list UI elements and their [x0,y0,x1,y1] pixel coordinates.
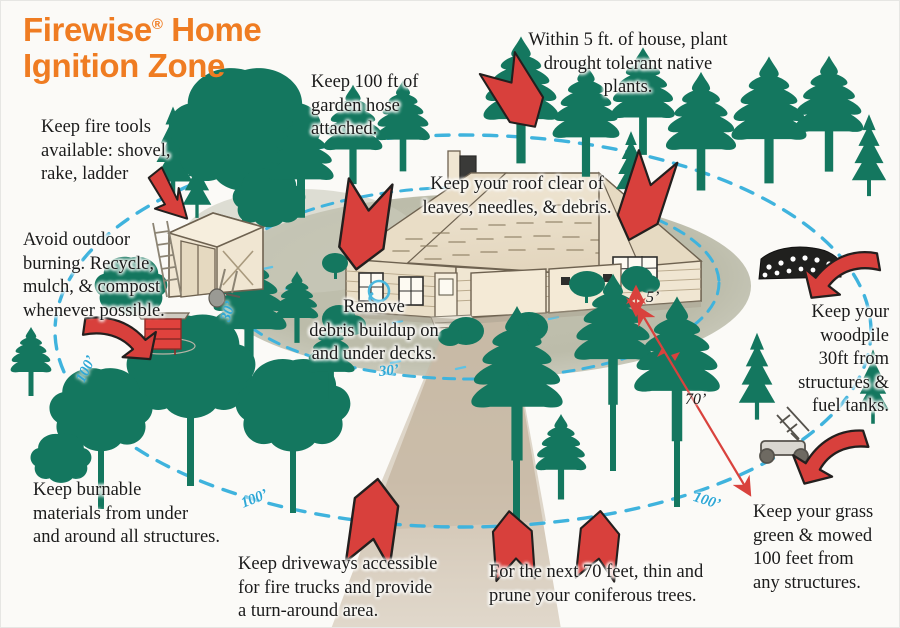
garden-hose-coil [367,279,391,305]
arrow-native-plants-2 [616,149,679,242]
callout-outdoor-burning: Avoid outdoor burning. Recycle, mulch, &… [23,230,165,321]
callout-driveways: Keep driveways accessible for fire truck… [238,554,438,621]
yard-tree-2 [322,253,348,279]
measure-70ft [636,305,752,497]
yard-tree [569,271,605,303]
registered-trademark-icon: ® [151,16,163,33]
title-line-2: Ignition Zone [23,47,225,84]
arrow-grass [792,429,870,485]
measure-label-5ft: 5’ [646,289,660,306]
arrow-woodpile [803,251,882,299]
ladder [152,220,182,298]
title-line-1: Firewise [23,11,152,48]
measure-label-70ft: 70’ [685,391,707,408]
callout-grass-mowed: Keep your grass green & mowed 100 feet f… [753,502,874,593]
callout-woodpile: Keep your woodpile 30ft from structures … [798,302,889,416]
callout-burnable-materials: Keep burnable materials from under and a… [33,480,220,547]
callout-native-plants: Within 5 ft. of house, plant drought tol… [528,30,728,97]
callout-thin-prune: For the next 70 feet, thin and prune you… [489,562,704,606]
callout-roof-clear: Keep your roof clear of leaves, needles,… [422,174,612,218]
callout-deck-debris: Remove debris buildup on and under decks… [309,297,439,364]
arrow-garden-hose [338,177,394,271]
arrow-driveway [344,477,400,569]
arrow-prune-1 [491,510,537,583]
shovel [208,268,226,308]
arrow-prune-2 [574,510,621,583]
foundation-shadow [346,301,701,325]
zone-100ft [53,133,873,529]
arrow-native-plants [478,51,545,128]
storage-shed [166,212,266,298]
arrow-fire-tools [147,166,189,220]
title-line-1b: Home [162,11,262,48]
callout-fire-tools: Keep fire tools available: shovel, rake,… [41,117,171,184]
callout-garden-hose: Keep 100 ft of garden hose attached. [311,72,419,139]
arrow-outdoor-burning [81,316,157,361]
rake [225,270,241,298]
